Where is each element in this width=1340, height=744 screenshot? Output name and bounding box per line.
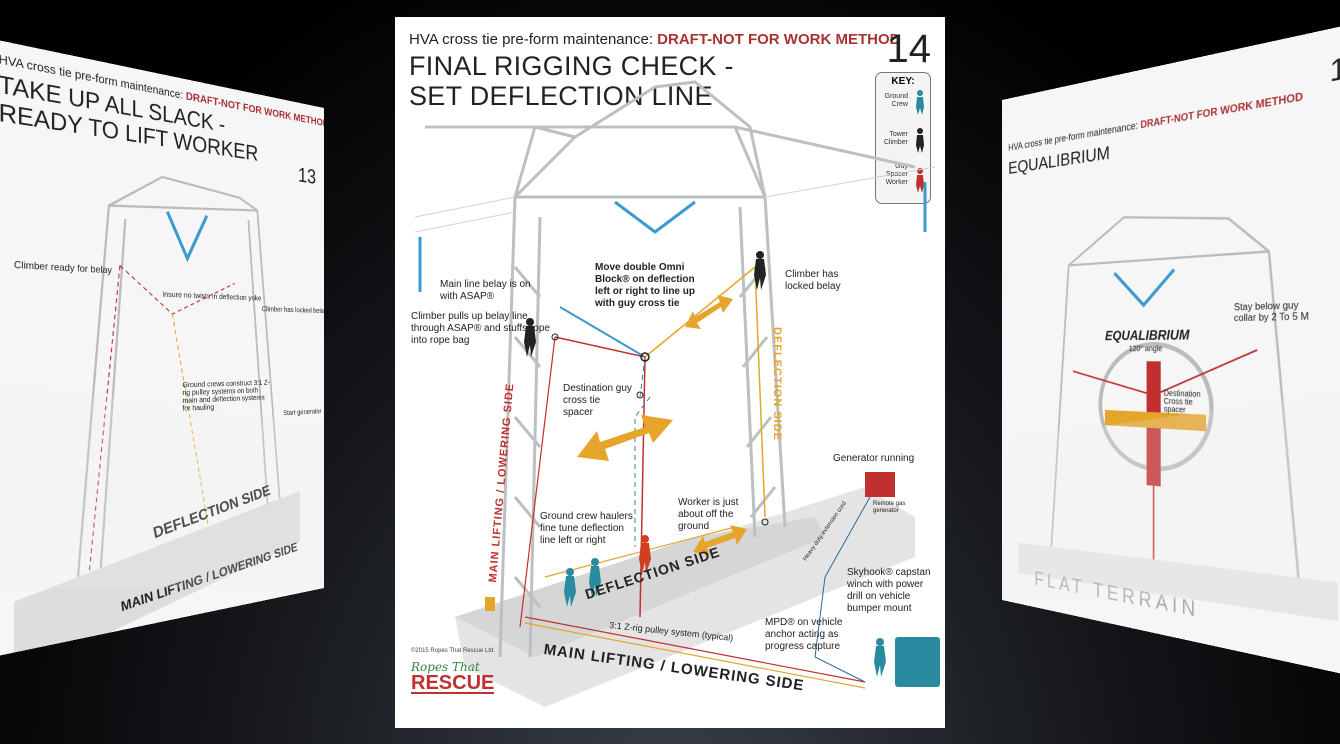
tower-climber-icon [916, 128, 924, 153]
note-climber-pulls: Climber pulls up belay line through ASAP… [411, 311, 550, 346]
note-worker-off: Worker is just about off the ground [678, 497, 739, 532]
key-tower-label: Tower Climber [883, 131, 908, 146]
note-remote-gen: Remote gas generator [873, 501, 906, 514]
slide-13-diagram [13, 38, 300, 658]
slide-number: 14 [886, 27, 932, 71]
note-climber-locked: Climber has locked belay [785, 269, 841, 292]
slide-14-header: HVA cross tie pre-form maintenance: DRAF… [409, 31, 901, 48]
note-generator: Generator running [833, 453, 915, 464]
note-destination: Destination guy cross tie spacer [563, 383, 632, 418]
vehicle [895, 637, 940, 687]
note-mpd: MPD® on vehicle anchor acting as progres… [765, 617, 843, 652]
key-title: KEY: [891, 76, 915, 87]
slide-14-title: FINAL RIGGING CHECK - SET DEFLECTION LIN… [409, 51, 734, 111]
note-ground-crews: Ground crews construct 3:1 Z-rig pulley … [182, 379, 270, 414]
rigging-diagram [414, 80, 940, 707]
note-ground-haulers: Ground crew haulers fine tune deflection… [540, 511, 633, 546]
slide-14[interactable]: HVA cross tie pre-form maintenance: DRAF… [395, 17, 945, 728]
key-ground-label: Ground Crew [884, 93, 908, 108]
note-move-block: Move double Omni Block® on deflection le… [595, 262, 695, 309]
note-skyhook: Skyhook® capstan winch with power drill … [847, 567, 931, 614]
slide-13[interactable]: HVA cross tie pre-form maintenance: DRAF… [0, 38, 324, 658]
slide-15-stay-below: Stay below guy collar by 2 To 5 M [1233, 299, 1309, 324]
slide-15-equilibrium: EQUALIBRIUM [1105, 326, 1190, 344]
logo-line-1: Ropes That [411, 660, 480, 674]
label-deflection-vertical: DEFLECTION SIDE [771, 327, 783, 442]
ground-crew-icon [916, 90, 924, 115]
tower-structure [425, 80, 916, 658]
note-main-belay: Main line belay is on with ASAP® [440, 279, 531, 302]
logo-line-2: RESCUE [411, 672, 495, 694]
key-legend: KEY: Ground Crew Tower Climber Guy Space… [875, 72, 931, 204]
logo: Ropes That RESCUE [411, 660, 495, 694]
generator [865, 472, 895, 497]
key-guy-label: Guy Spacer Worker [885, 163, 908, 186]
slide-15-angle-top: 120° angle [1128, 345, 1163, 354]
copyright: ©2015 Ropes That Rescue Ltd. [411, 648, 496, 654]
left-right-arrow [577, 415, 673, 461]
title-line-1: FINAL RIGGING CHECK - [409, 51, 734, 81]
